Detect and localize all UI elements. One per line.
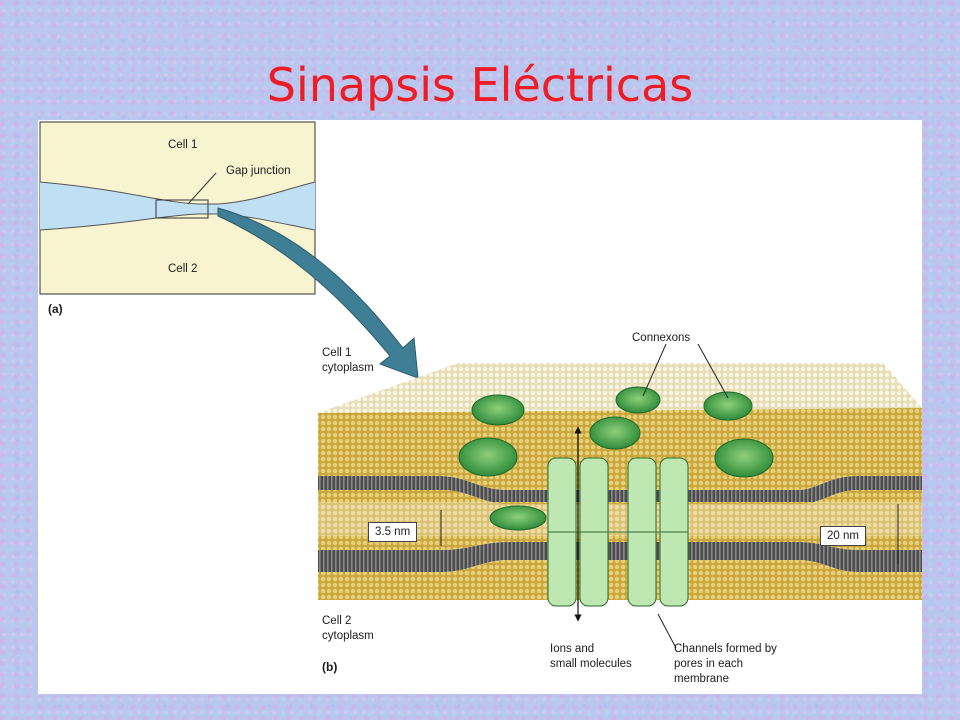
label-cell2-cytoplasm-line2: cytoplasm bbox=[322, 630, 374, 642]
figure-artwork bbox=[39, 121, 922, 649]
connexon-group bbox=[458, 386, 774, 531]
label-connexons: Connexons bbox=[632, 332, 691, 344]
channel-proteins bbox=[547, 426, 689, 622]
label-cell-1: Cell 1 bbox=[168, 139, 198, 151]
label-ions-line1: Ions and bbox=[550, 643, 595, 655]
leader-lines bbox=[440, 343, 899, 649]
label-cell1-cytoplasm-line1: Cell 1 bbox=[322, 347, 352, 359]
label-gap-junction: Gap junction bbox=[226, 165, 291, 177]
label-gap-width: 3.5 nm bbox=[368, 522, 418, 542]
label-cell1-cytoplasm-line2: cytoplasm bbox=[322, 362, 374, 374]
label-ions-line2: small molecules bbox=[550, 658, 632, 670]
zoom-arrow bbox=[217, 207, 419, 379]
gap-junction-figure: Cell 1 Gap junction Cell 2 (a) Connexons… bbox=[38, 120, 922, 694]
label-channels-line2: pores in each bbox=[674, 658, 744, 670]
label-channels-line1: Channels formed by bbox=[674, 643, 777, 655]
label-channels-line3: membrane bbox=[674, 673, 729, 685]
label-cell-2: Cell 2 bbox=[168, 263, 198, 275]
panel-b-tag: (b) bbox=[322, 660, 338, 674]
label-cell2-cytoplasm-line1: Cell 2 bbox=[322, 615, 352, 627]
panel-a-tag: (a) bbox=[48, 302, 63, 316]
panel-a-inset bbox=[39, 121, 316, 295]
slide-title: Sinapsis Eléctricas bbox=[266, 58, 694, 112]
label-membrane-width: 20 nm bbox=[820, 526, 866, 546]
